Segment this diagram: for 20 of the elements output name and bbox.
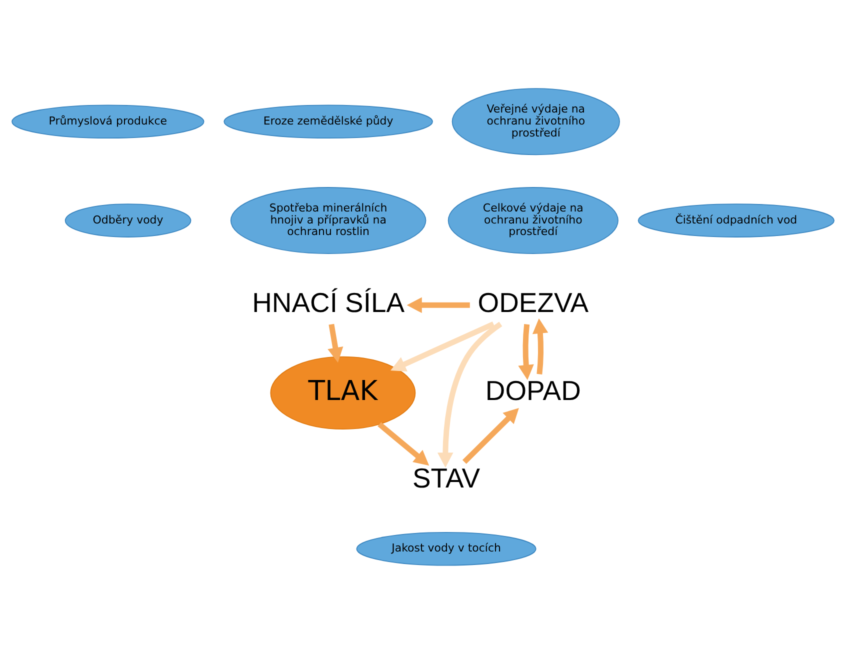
arrow — [390, 321, 495, 372]
node-ellipse: Průmyslová produkce — [12, 104, 204, 138]
arrow — [462, 407, 519, 464]
node-text: DOPAD — [485, 374, 581, 406]
node-text: STAV — [412, 462, 480, 494]
node-text: HNACÍ SÍLA — [252, 286, 405, 318]
arrow — [328, 323, 344, 362]
arrow — [437, 321, 502, 468]
node-ellipse: Spotřeba minerálních hnojiv a přípravků na ochranu rostlin — [230, 186, 426, 254]
node-ellipse: Veřejné výdaje na ochranu životního prostředí — [452, 88, 620, 155]
node-ellipse: Čištění odpadních vod — [638, 203, 834, 237]
arrow — [518, 324, 534, 380]
node-ellipse: Celkové výdaje na ochranu životního prostředí — [448, 186, 618, 254]
arrow — [378, 422, 430, 466]
node-ellipse: Eroze zemědělské půdy — [224, 104, 433, 138]
arrow — [532, 318, 548, 374]
node-text: ODEZVA — [478, 286, 589, 318]
arrow — [406, 296, 470, 313]
node-ellipse: Jakost vody v tocích — [356, 531, 536, 566]
node-ellipse: Odběry vody — [64, 203, 192, 237]
